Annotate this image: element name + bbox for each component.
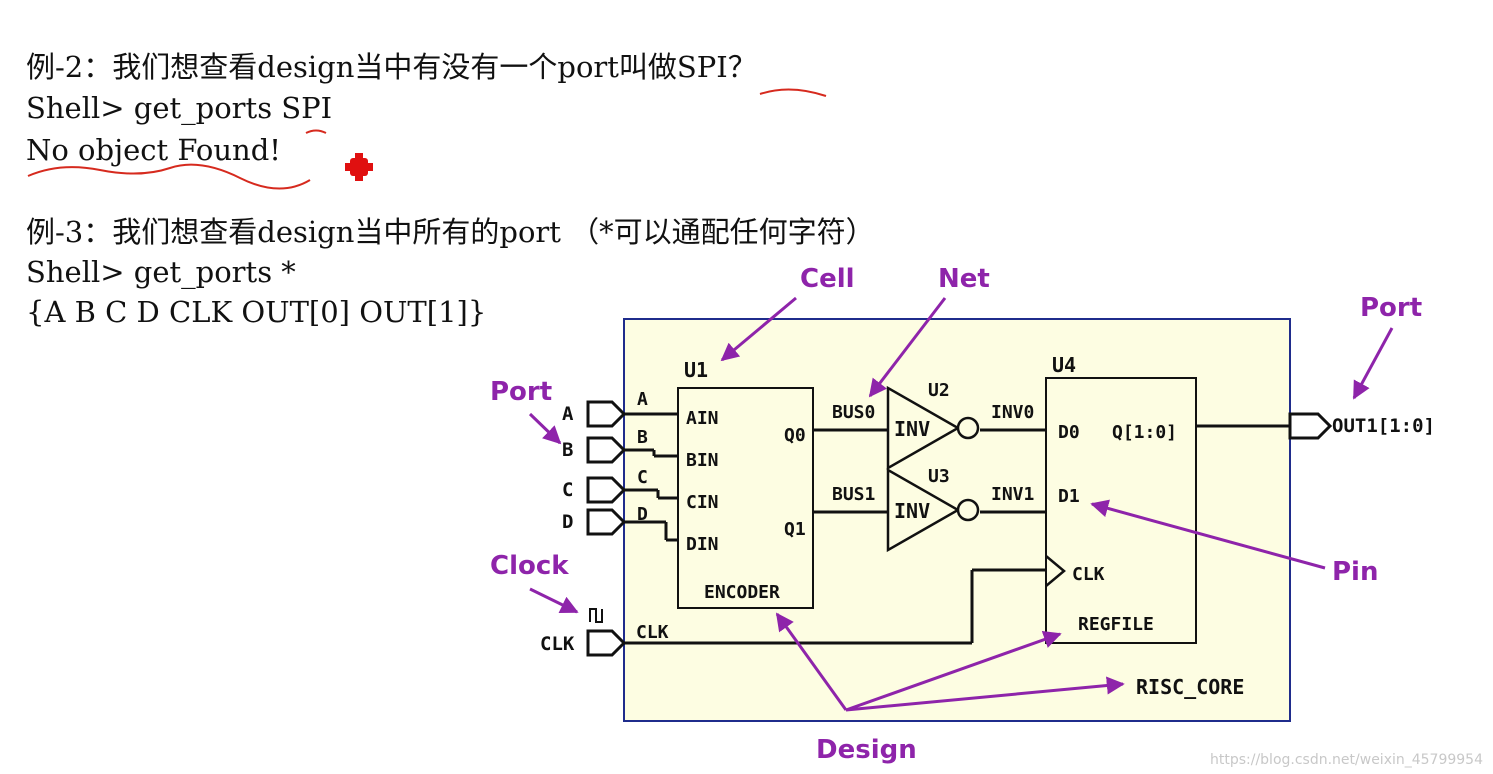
wire-label-clk: CLK (636, 622, 669, 643)
encoder-cell (677, 387, 814, 609)
callout-net: Net (938, 264, 990, 294)
port-out1 (1288, 412, 1333, 440)
underline-spi (759, 88, 827, 97)
regfile-name: REGFILE (1078, 614, 1154, 635)
port-clk (586, 629, 627, 657)
inverter-u3-bubble (956, 498, 980, 522)
net-bus0: BUS0 (832, 402, 875, 423)
port-label-out1: OUT1[1:0] (1332, 415, 1435, 437)
handwriting-marks (27, 88, 827, 190)
regfile-pin-clk: CLK (1072, 564, 1105, 585)
regfile-pin-q: Q[1:0] (1112, 422, 1177, 443)
wire-label-a: A (637, 389, 648, 410)
example3-command: Shell> get_ports * (26, 255, 296, 289)
port-symbols (586, 400, 1333, 657)
port-b (586, 436, 627, 464)
port-label-b: B (562, 439, 573, 461)
example3-result: {A B C D CLK OUT[0] OUT[1]} (26, 295, 487, 329)
port-label-d: D (562, 511, 573, 533)
port-label-a: A (562, 403, 574, 425)
encoder-name: ENCODER (704, 582, 780, 603)
port-d (586, 508, 627, 536)
design-name: RISC_CORE (1136, 675, 1244, 699)
encoder-pin-q1: Q1 (784, 519, 806, 540)
wire-label-b: B (637, 427, 648, 448)
encoder-pin-bin: BIN (686, 450, 719, 471)
red-dot-icon (345, 153, 373, 181)
callout-design: Design (816, 735, 917, 765)
inverter-u3 (886, 467, 961, 553)
underline-no-object-found (27, 163, 311, 190)
inverter-u2-instance: U2 (928, 380, 950, 401)
net-inv0: INV0 (991, 402, 1034, 423)
port-c (586, 476, 627, 504)
example2-command: Shell> get_ports SPI (26, 91, 333, 125)
regfile-instance: U4 (1052, 353, 1076, 377)
callout-port-input: Port (490, 377, 552, 407)
example2-title: 例-2：我们想查看design当中有没有一个port叫做SPI？ (26, 50, 757, 84)
encoder-pin-din: DIN (686, 534, 719, 555)
encoder-pin-cin: CIN (686, 492, 719, 513)
encoder-instance: U1 (684, 358, 708, 382)
encoder-pin-q0: Q0 (784, 425, 806, 446)
port-label-c: C (562, 479, 573, 501)
net-inv1: INV1 (991, 484, 1034, 505)
callout-arrows (528, 296, 1394, 712)
callout-cell: Cell (800, 264, 855, 294)
wire-label-c: C (637, 467, 648, 488)
callout-port-output: Port (1360, 293, 1422, 323)
callout-pin: Pin (1332, 557, 1378, 587)
example2-result: No object Found! (26, 133, 281, 167)
encoder-pin-ain: AIN (686, 408, 719, 429)
clock-wave-icon (589, 608, 603, 623)
regfile-pin-d0: D0 (1058, 422, 1080, 443)
inverter-u2 (886, 385, 961, 471)
callout-clock: Clock (490, 551, 569, 581)
inverter-u3-instance: U3 (928, 466, 950, 487)
port-a (586, 400, 627, 428)
example3-title: 例-3：我们想查看design当中所有的port （*可以通配任何字符） (26, 215, 875, 249)
inverter-u2-label: INV (894, 417, 930, 441)
net-bus1: BUS1 (832, 484, 875, 505)
port-label-clk: CLK (540, 633, 575, 655)
regfile-clock-triangle (1045, 555, 1066, 587)
inverter-u3-label: INV (894, 499, 930, 523)
regfile-pin-d1: D1 (1058, 486, 1080, 507)
wire-label-d: D (637, 504, 648, 525)
inverter-u2-bubble (956, 416, 980, 440)
watermark: https://blog.csdn.net/weixin_45799954 (1209, 752, 1483, 768)
mark-spi-tick (305, 129, 327, 134)
